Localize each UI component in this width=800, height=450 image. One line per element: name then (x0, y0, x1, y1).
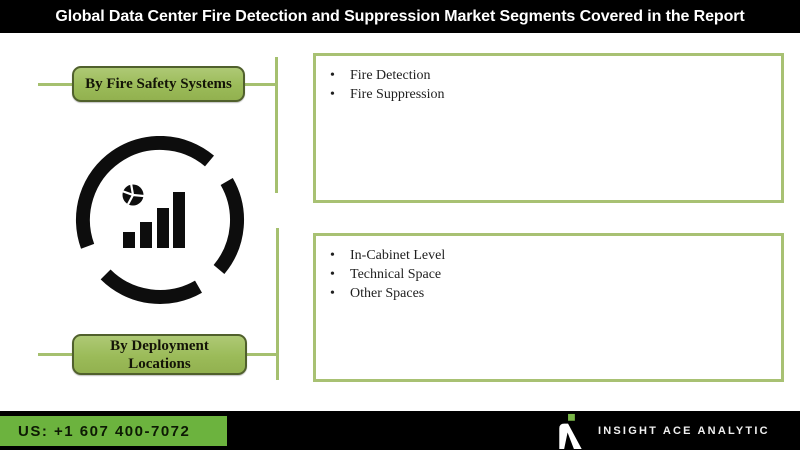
segment-label-fire-safety-systems: By Fire Safety Systems (72, 66, 245, 102)
connector-line (247, 353, 277, 356)
phone-banner: US: +1 607 400-7072 (0, 416, 227, 446)
segment-label-deployment-locations: By Deployment Locations (72, 334, 247, 375)
connector-line (276, 228, 279, 380)
list-item: Fire Suppression (330, 85, 781, 104)
segment-label-text: By Fire Safety Systems (85, 76, 232, 92)
list-item: In-Cabinet Level (330, 246, 781, 265)
pie-chart-glyph (122, 184, 144, 206)
segment-label-text: By Deployment Locations (110, 337, 209, 372)
fire-safety-systems-box: Fire Detection Fire Suppression (313, 53, 784, 203)
connector-line (245, 83, 276, 86)
list-item: Other Spaces (330, 284, 781, 303)
brand-logo-icon (559, 413, 582, 449)
list-item: Technical Space (330, 265, 781, 284)
fire-safety-systems-list: Fire Detection Fire Suppression (330, 66, 781, 104)
brand-name: INSIGHT ACE ANALYTIC (598, 424, 770, 437)
phone-number: US: +1 607 400-7072 (18, 422, 191, 440)
deployment-locations-list: In-Cabinet Level Technical Space Other S… (330, 246, 781, 303)
footer-bar: US: +1 607 400-7072 INSIGHT ACE ANALYTIC (0, 411, 800, 450)
bar-chart-glyph (123, 192, 185, 248)
market-analytics-chart-icon (75, 136, 244, 304)
connector-line (38, 353, 72, 356)
page-title: Global Data Center Fire Detection and Su… (55, 7, 745, 25)
deployment-locations-box: In-Cabinet Level Technical Space Other S… (313, 233, 784, 382)
connector-line (275, 57, 278, 193)
connector-line (38, 83, 72, 86)
list-item: Fire Detection (330, 66, 781, 85)
header-bar: Global Data Center Fire Detection and Su… (0, 0, 800, 33)
